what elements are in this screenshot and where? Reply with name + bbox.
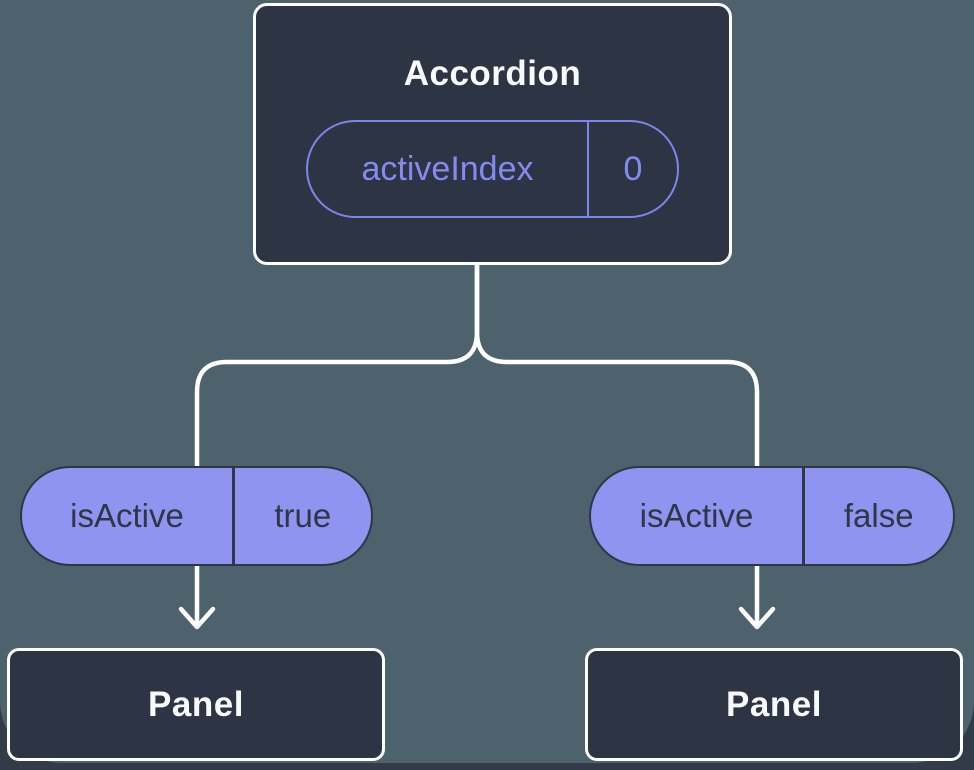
panel-title: Panel (726, 684, 822, 724)
pill-divider (232, 468, 235, 564)
state-pill-left: isActive true (20, 466, 373, 566)
pill-divider (587, 122, 589, 216)
prop-name-label: activeIndex (361, 149, 534, 188)
panel-title: Panel (148, 684, 244, 724)
prop-value-label: true (274, 497, 332, 534)
panel-node-left: Panel (7, 648, 385, 761)
down-arrow-left-icon (178, 560, 216, 630)
state-pill-right: isActive false (589, 466, 955, 566)
prop-value-label: false (843, 497, 914, 534)
connector-right-branch (474, 262, 760, 473)
prop-value-label: 0 (623, 149, 643, 188)
accordion-title: Accordion (403, 54, 582, 93)
pill-divider (802, 468, 805, 564)
panel-node-right: Panel (585, 648, 963, 761)
accordion-prop-pill: activeIndex 0 (306, 120, 679, 218)
prop-name-label: isActive (70, 497, 184, 534)
connector-left-branch (194, 262, 480, 473)
prop-name-label: isActive (639, 497, 754, 534)
down-arrow-right-icon (738, 560, 776, 630)
accordion-node: Accordion activeIndex 0 (253, 3, 732, 265)
